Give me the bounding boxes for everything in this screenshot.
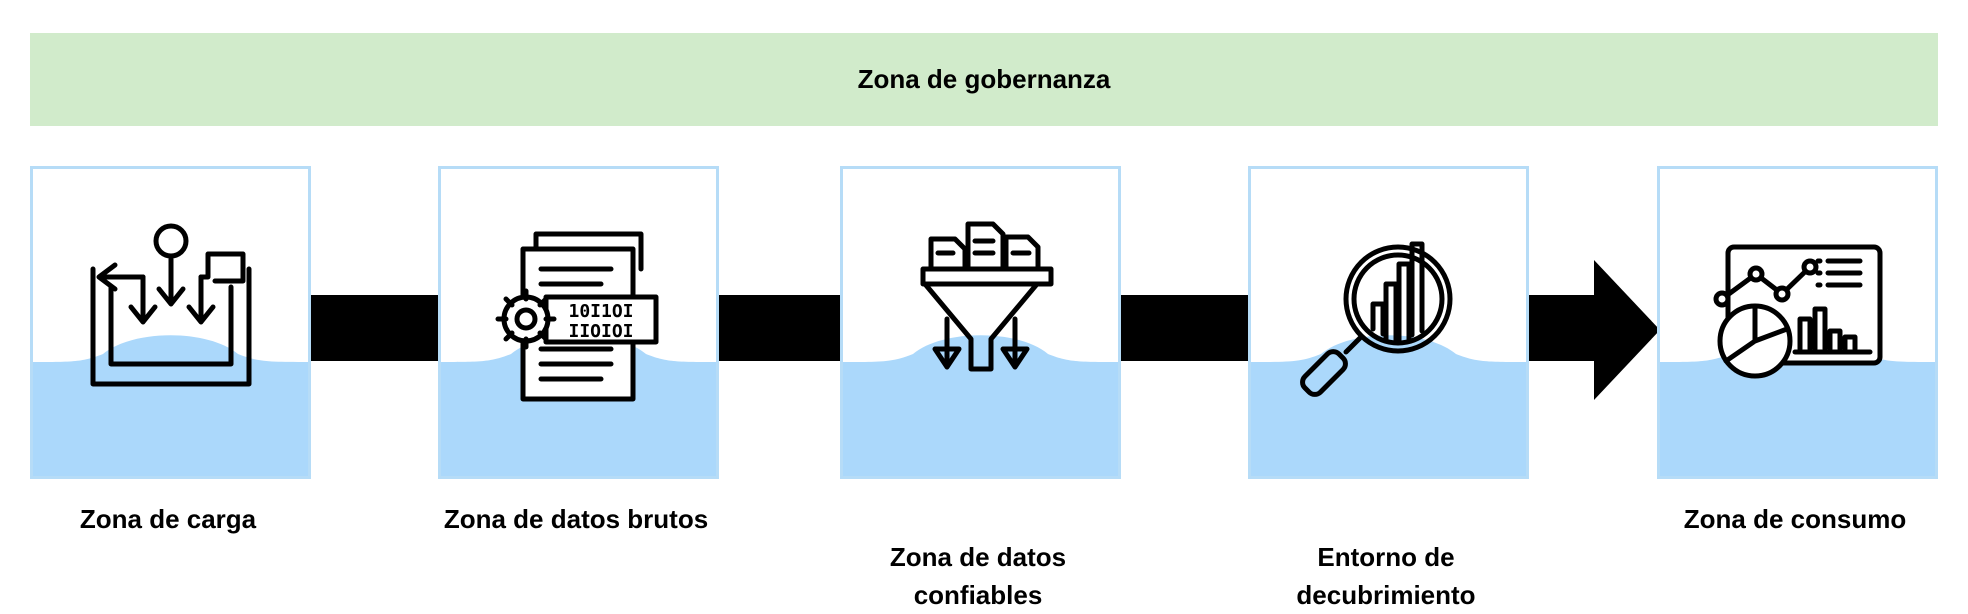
svg-text:IIOIOI: IIOIOI [568,321,633,342]
stage-label-discovery-environment: Entorno de decubrimiento [1231,500,1541,614]
dashboard-charts-icon [1713,244,1883,379]
stage-label-text: Zona de datos brutos [443,504,709,534]
water-fill [1660,335,1935,476]
connector-4-5 [1526,295,1596,361]
ingest-bin-icon [90,223,252,387]
water-fill [1251,335,1526,476]
stage-raw-data-zone: 10I1OI IIOIOI [438,166,719,479]
stage-label-text: Zona de consumo [1683,504,1907,534]
water-fill [33,335,308,476]
stage-consumption-zone [1657,166,1938,479]
stage-label-text: Entorno de decubrimiento [1296,542,1476,610]
connector-2-3 [716,295,843,361]
connector-1-2 [308,295,441,361]
raw-data-document-gear-icon: 10I1OI IIOIOI [495,231,659,402]
stage-label-raw-data-zone: Zona de datos brutos [421,500,731,538]
governance-zone-banner: Zona de gobernanza [30,33,1938,126]
water-fill [441,335,716,476]
magnifier-chart-icon [1300,241,1453,397]
stage-discovery-environment [1248,166,1529,479]
stage-trusted-data-zone [840,166,1121,479]
stage-label-text: Zona de carga [79,504,257,534]
stage-label-consumption-zone: Zona de consumo [1640,500,1950,538]
stage-label-text: Zona de datos confiables [889,542,1067,610]
filter-funnel-icon [920,221,1054,372]
flow-arrow-head-icon [1594,260,1660,400]
connector-3-4 [1118,295,1251,361]
stage-load-zone [30,166,311,479]
governance-zone-title: Zona de gobernanza [857,64,1111,94]
stage-label-load-zone: Zona de carga [13,500,323,538]
svg-text:10I1OI: 10I1OI [568,301,633,322]
water-fill [843,335,1118,476]
stage-label-trusted-data-zone: Zona de datos confiables [823,500,1133,614]
